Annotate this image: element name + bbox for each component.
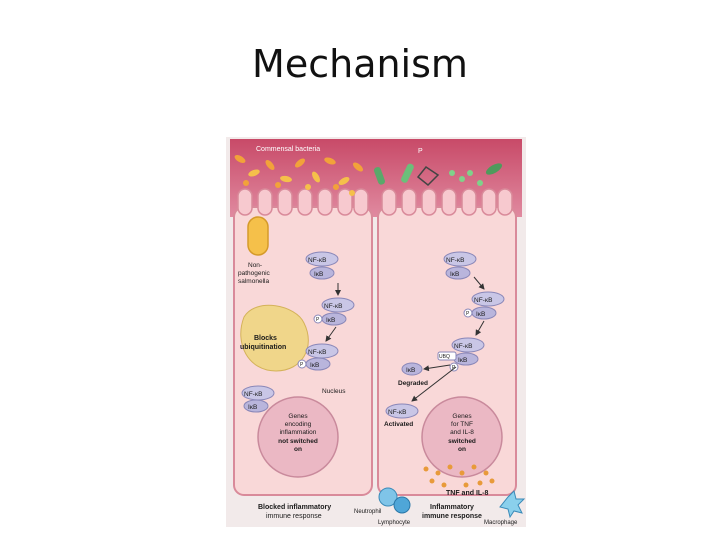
- lymphocyte-cell: [393, 496, 411, 514]
- nucleus-label: Nucleus: [322, 388, 346, 395]
- commensal-bacteria-cluster: [234, 155, 363, 196]
- blocks-label-2: ubiquitination: [240, 344, 286, 351]
- blocked-response-label-1: Blocked inflammatory: [258, 504, 331, 511]
- pathogenic-bacteria-cluster: [373, 163, 503, 187]
- activated-nfkb: NF-κB Activated: [384, 403, 419, 428]
- blocks-label-1: Blocks: [254, 335, 277, 342]
- degraded-ikb: IκB Degraded: [398, 362, 428, 387]
- nfkb-label: NF-κB: [474, 297, 492, 304]
- nfkb-label: NF-κB: [454, 343, 472, 350]
- ikb-label: IκB: [458, 357, 467, 364]
- microvilli: [237, 188, 513, 216]
- ikb-label: IκB: [314, 271, 323, 278]
- salmonella-label-1: Non-: [248, 262, 262, 269]
- genes-right-3: and IL-8: [450, 429, 474, 436]
- genes-left-5: on: [294, 446, 302, 453]
- genes-right-4: switched: [448, 438, 476, 445]
- ikb-label: IκB: [476, 311, 485, 318]
- neutrophil-label: Neutrophil: [354, 509, 381, 515]
- salmonella-bacterium: [247, 216, 269, 256]
- ikb-label: IκB: [406, 367, 415, 374]
- ikb-label: IκB: [310, 362, 319, 369]
- pathway-arrows: [325, 276, 485, 402]
- nfkb-complex-right-3: NF-κB IκB UBQ P: [437, 337, 485, 372]
- cytokines-label: TNF and IL-8: [446, 490, 488, 497]
- macrophage-label: Macrophage: [484, 520, 518, 526]
- nucleus-right: [421, 396, 503, 478]
- mechanism-diagram: Commensal bacteria P Non- pathogenic sal…: [226, 137, 526, 527]
- blocked-response-label-2: immune response: [266, 513, 322, 520]
- neutrophil-cell: [378, 487, 398, 507]
- inflammatory-response-label-1: Inflammatory: [430, 504, 474, 511]
- genes-right-1: Genes: [452, 413, 472, 420]
- macrophage-cell: [499, 490, 526, 519]
- activated-label: Activated: [384, 421, 413, 428]
- nfkb-label: NF-κB: [308, 349, 326, 356]
- cytokine-dots: [423, 464, 495, 488]
- nfkb-complex-right-2: NF-κB IκB P: [463, 291, 505, 320]
- mechanism-figure: Commensal bacteria P Non- pathogenic sal…: [226, 137, 526, 527]
- nfkb-label: NF-κB: [446, 257, 464, 264]
- genes-left-4: not switched: [278, 438, 318, 445]
- genes-left-1: Genes: [288, 413, 308, 420]
- nfkb-complex-left-1: NF-κB IκB: [305, 251, 339, 280]
- genes-left-3: inflammation: [280, 429, 317, 436]
- commensal-bacteria-label: Commensal bacteria: [256, 146, 320, 153]
- ikb-label: IκB: [450, 271, 459, 278]
- nfkb-label: NF-κB: [244, 391, 262, 398]
- lymphocyte-label: Lymphocyte: [378, 520, 411, 526]
- phospho-label: P: [466, 311, 470, 317]
- nfkb-label: NF-κB: [324, 303, 342, 310]
- slide-title: Mechanism: [252, 42, 468, 86]
- genes-left-2: encoding: [285, 421, 312, 428]
- salmonella-label-3: salmonella: [238, 278, 269, 285]
- pathogen-marker-label: P: [418, 148, 423, 155]
- genes-right-5: on: [458, 446, 466, 453]
- ubiquitin-label: UBQ: [439, 354, 450, 360]
- nucleus-left: [257, 396, 339, 478]
- genes-right-2: for TNF: [451, 421, 473, 428]
- phospho-label: P: [316, 317, 320, 323]
- ikb-label: IκB: [248, 404, 257, 411]
- ikb-label: IκB: [326, 317, 335, 324]
- nfkb-label: NF-κB: [308, 257, 326, 264]
- phospho-label: P: [300, 362, 304, 368]
- nfkb-complex-left-4: NF-κB IκB: [241, 385, 275, 413]
- nfkb-complex-right-1: NF-κB IκB: [443, 251, 477, 280]
- nfkb-complex-left-2: NF-κB IκB P: [313, 297, 355, 326]
- inflammatory-response-label-2: immune response: [422, 513, 482, 520]
- salmonella-label-2: pathogenic: [238, 270, 271, 277]
- nfkb-label: NF-κB: [388, 409, 406, 416]
- degraded-label: Degraded: [398, 380, 428, 387]
- nfkb-complex-left-3: NF-κB IκB P: [297, 343, 339, 371]
- ubiquitination-block-region: [240, 304, 309, 372]
